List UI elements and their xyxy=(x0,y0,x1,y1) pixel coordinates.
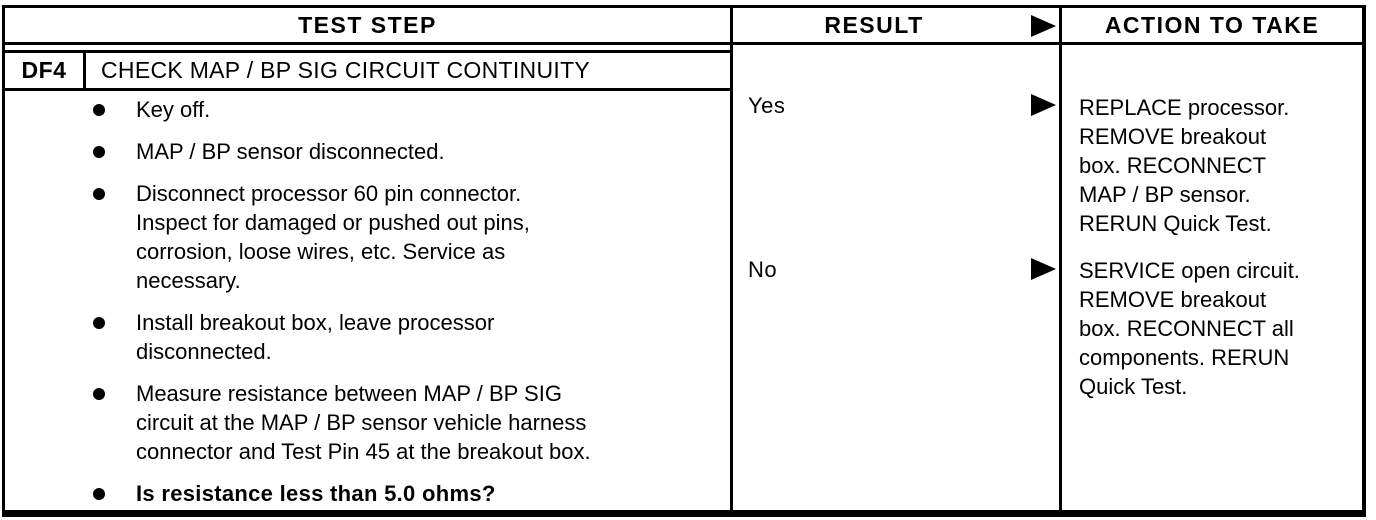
step-line: Is resistance less than 5.0 ohms? xyxy=(136,481,496,506)
step-line: Key off. xyxy=(136,97,211,122)
header-test-step-label: TEST STEP xyxy=(298,11,437,38)
yes-arrow-icon xyxy=(1031,94,1056,116)
column-result: RESULT Yes No xyxy=(733,8,1062,510)
result-row-yes: Yes xyxy=(733,93,1059,119)
step-line: connector and Test Pin 45 at the breakou… xyxy=(136,439,591,464)
action-line: REMOVE breakout xyxy=(1079,124,1267,149)
test-id-row: DF4 CHECK MAP / BP SIG CIRCUIT CONTINUIT… xyxy=(5,50,730,91)
step-line: MAP / BP sensor disconnected. xyxy=(136,139,445,164)
step-line: Disconnect processor 60 pin connector. xyxy=(136,181,522,206)
action-line: SERVICE open circuit. xyxy=(1079,258,1300,283)
header-test-step: TEST STEP xyxy=(5,8,730,45)
header-action: ACTION TO TAKE xyxy=(1062,8,1362,45)
pinpoint-test-table: TEST STEP DF4 CHECK MAP / BP SIG CIRCUIT… xyxy=(2,5,1366,517)
test-step-item: Measure resistance between MAP / BP SIG … xyxy=(93,379,605,466)
result-header-arrow-icon xyxy=(1031,15,1056,37)
step-line: necessary. xyxy=(136,268,241,293)
test-step-item: Disconnect processor 60 pin connector. I… xyxy=(93,179,605,295)
step-line: disconnected. xyxy=(136,339,272,364)
step-line: circuit at the MAP / BP sensor vehicle h… xyxy=(136,410,587,435)
header-action-label: ACTION TO TAKE xyxy=(1104,11,1320,38)
test-step-list: Key off. MAP / BP sensor disconnected. D… xyxy=(5,91,730,508)
column-test-step: TEST STEP DF4 CHECK MAP / BP SIG CIRCUIT… xyxy=(5,8,733,510)
action-line: REMOVE breakout xyxy=(1079,287,1267,312)
test-id: DF4 xyxy=(5,53,86,88)
action-line: box. RECONNECT xyxy=(1079,153,1267,178)
step-line: Inspect for damaged or pushed out pins, xyxy=(136,210,530,235)
action-block-yes: REPLACE processor. REMOVE breakout box. … xyxy=(1079,93,1358,238)
test-step-item: Key off. xyxy=(93,95,605,124)
action-line: REPLACE processor. xyxy=(1079,95,1290,120)
header-result: RESULT xyxy=(733,8,1059,45)
action-line: components. RERUN xyxy=(1079,345,1290,370)
action-line: MAP / BP sensor. xyxy=(1079,182,1251,207)
result-body: Yes No xyxy=(733,45,1059,510)
action-body: REPLACE processor. REMOVE breakout box. … xyxy=(1062,45,1362,510)
result-label-yes: Yes xyxy=(748,93,786,118)
action-line: RERUN Quick Test. xyxy=(1079,211,1272,236)
column-action: ACTION TO TAKE REPLACE processor. REMOVE… xyxy=(1062,8,1362,510)
step-line: Install breakout box, leave processor xyxy=(136,310,495,335)
test-step-item: MAP / BP sensor disconnected. xyxy=(93,137,605,166)
header-result-label: RESULT xyxy=(824,11,924,38)
step-line: corrosion, loose wires, etc. Service as xyxy=(136,239,506,264)
action-line: box. RECONNECT all xyxy=(1079,316,1294,341)
test-step-item: Install breakout box, leave processor di… xyxy=(93,308,605,366)
result-label-no: No xyxy=(748,257,778,282)
action-block-no: SERVICE open circuit. REMOVE breakout bo… xyxy=(1079,256,1358,401)
test-step-body: DF4 CHECK MAP / BP SIG CIRCUIT CONTINUIT… xyxy=(5,50,730,515)
no-arrow-icon xyxy=(1031,258,1056,280)
test-title: CHECK MAP / BP SIG CIRCUIT CONTINUITY xyxy=(101,57,591,83)
step-line: Measure resistance between MAP / BP SIG xyxy=(136,381,562,406)
test-step-question: Is resistance less than 5.0 ohms? xyxy=(93,479,605,508)
result-row-no: No xyxy=(733,257,1059,283)
action-line: Quick Test. xyxy=(1079,374,1188,399)
